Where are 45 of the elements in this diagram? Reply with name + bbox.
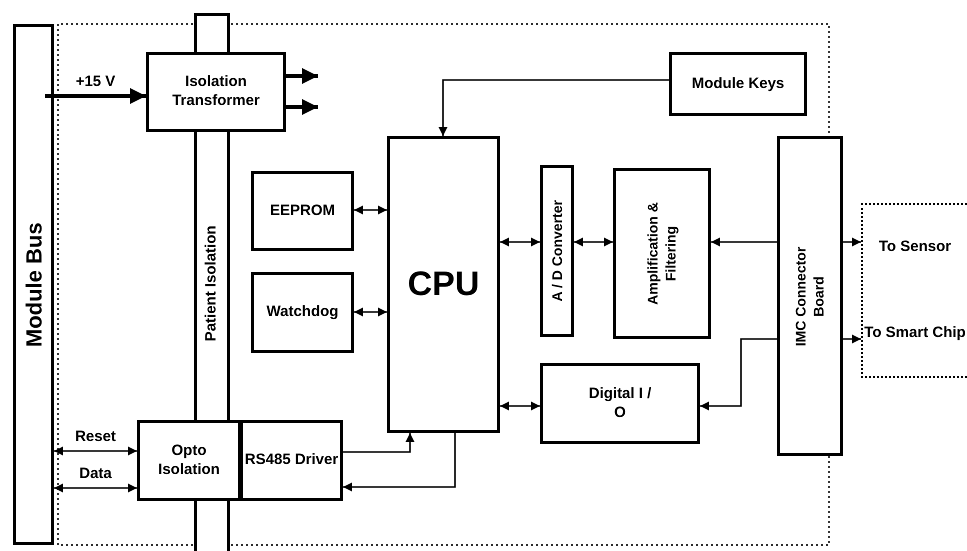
opto-isolator-block — [137, 420, 241, 501]
converter-block — [540, 165, 574, 337]
block-label: Module Keys — [692, 74, 784, 94]
signal-arrow — [354, 308, 387, 316]
power-arrow — [45, 88, 146, 104]
block-label: To Sensor — [878, 238, 952, 258]
signal-arrow — [343, 433, 456, 492]
signal-arrow — [343, 433, 414, 453]
block-label: Amplification & Filtering — [644, 201, 680, 307]
block-label: RS485 Driver — [244, 451, 338, 470]
bus-bar — [13, 24, 54, 545]
watchdog-block — [251, 272, 354, 353]
driver-block — [240, 420, 343, 501]
keys-block — [669, 52, 807, 116]
signal-arrow — [574, 238, 613, 246]
block-label: EEPROM — [270, 202, 335, 220]
transformer-block — [146, 52, 286, 132]
io-block — [540, 363, 700, 444]
signal-arrow — [711, 238, 777, 246]
block-label: Watchdog — [266, 303, 338, 322]
connector-board — [777, 136, 843, 456]
signal-arrow — [54, 446, 137, 456]
external-connection-box — [861, 203, 967, 378]
memory-block — [251, 171, 354, 251]
block-label: Module Bus — [20, 221, 47, 349]
block-label: Digital I / O — [588, 384, 652, 422]
block-label: IMC Connector Board — [792, 245, 827, 348]
signal-arrow — [354, 206, 387, 214]
block-label: To Smart Chip — [864, 324, 966, 343]
power-arrow — [286, 99, 318, 115]
signal-arrow — [438, 79, 669, 136]
signal-arrow — [843, 238, 861, 246]
processor-block — [387, 136, 500, 433]
signal-arrow — [700, 338, 777, 410]
signal-arrow — [500, 402, 540, 410]
block-label: Patient Isolation — [202, 224, 221, 344]
block-label: Opto Isolation — [157, 442, 221, 480]
amplifier-block — [613, 168, 711, 339]
block-label: A / D Converter — [548, 199, 566, 304]
block-label: CPU — [408, 264, 480, 306]
signal-arrow — [54, 484, 137, 492]
signal-arrow — [500, 238, 540, 246]
signal-arrow — [843, 334, 861, 344]
block-label: Isolation Transformer — [171, 73, 261, 111]
power-arrow — [286, 68, 318, 84]
